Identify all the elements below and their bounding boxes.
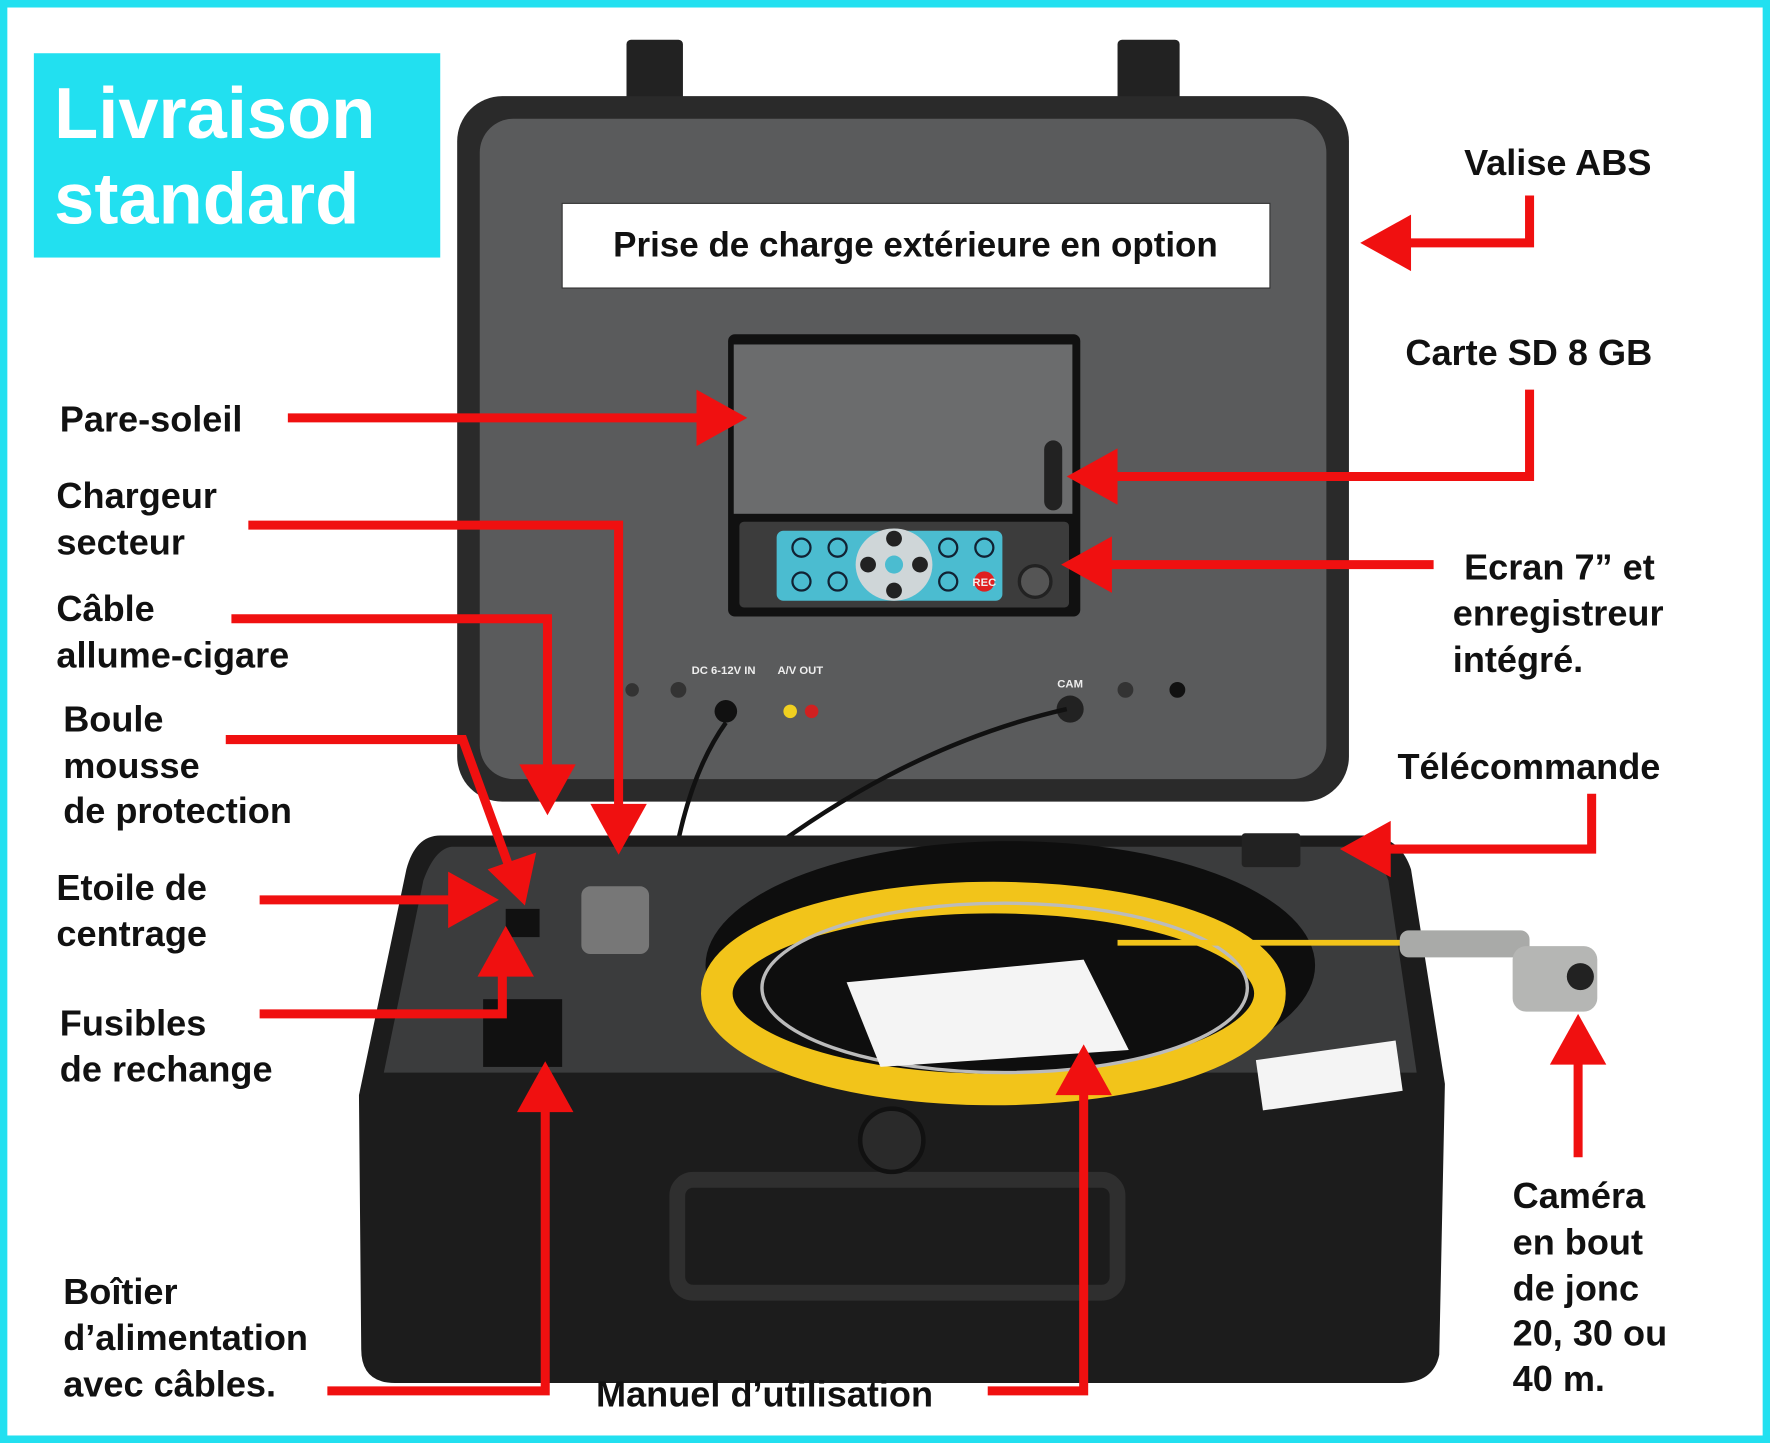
label-boitier: Boîtier d’alimentation avec câbles. [63,1271,318,1405]
case-handle [669,1171,1126,1301]
rec-button [974,571,995,592]
arrow-etoile [259,871,499,929]
remote-control [1241,833,1301,868]
title-line-1: Livraison [54,74,375,154]
fuses [505,908,540,938]
av-out-label: A/V OUT [777,665,823,677]
label-valise: Valise ABS [1464,142,1651,183]
label-chargeur: Chargeur secteur [56,475,227,562]
label-manuel: Manuel d’utilisation [596,1374,933,1415]
cam-label: CAM [1057,679,1083,691]
arrow-fusibles [259,925,534,1019]
arrow-camera [1549,1013,1607,1158]
label-pare-soleil: Pare-soleil [60,398,243,439]
label-carte-sd: Carte SD 8 GB [1405,332,1652,373]
rec-label: REC [972,577,996,589]
dc-port [714,700,738,723]
label-fusibles: Fusibles de rechange [60,1002,273,1089]
label-camera: Caméra en bout de jonc 20, 30 ou 40 m. [1513,1175,1678,1399]
arrow-pare-soleil [287,389,748,447]
case-illustration: Prise de charge extérieure en option REC… [358,39,1598,1383]
sun-shade [733,344,1073,514]
arrow-chargeur [248,520,647,855]
arrow-manuel [987,1044,1112,1396]
camera-rod [1399,930,1530,958]
label-ecran: Ecran 7” et enregistreur intégré. [1453,546,1674,680]
centering-star [581,886,650,955]
label-etoile: Etoile de centrage [56,867,217,954]
label-cable: Câble allume-cigare [56,588,289,675]
title-box: Livraison standard [33,53,441,258]
arrow-boitier [327,1061,574,1396]
arrow-ecran [1061,536,1434,593]
arrow-telecommande [1339,793,1597,878]
user-manual [846,959,1129,1067]
power-button [1017,564,1053,600]
cam-port [1056,695,1084,723]
banner-text: Prise de charge extérieure en option [613,225,1218,264]
banner-box [561,202,1271,289]
camera-head [1512,946,1598,1012]
label-boule: Boule mousse de protection [63,699,292,831]
yellow-cable-coil [701,881,1286,1106]
arrow-boule [225,735,537,906]
arrows [225,195,1607,1396]
sd-card-slot [1044,440,1063,511]
arrow-valise [1360,195,1535,272]
warning-sticker [1255,1040,1403,1111]
title-line-2: standard [54,160,359,240]
label-telecommande: Télécommande [1397,746,1660,787]
dc-in-label: DC 6-12V IN [692,665,756,677]
arrow-cable [231,614,576,816]
arrow-carte-sd [1066,389,1535,505]
